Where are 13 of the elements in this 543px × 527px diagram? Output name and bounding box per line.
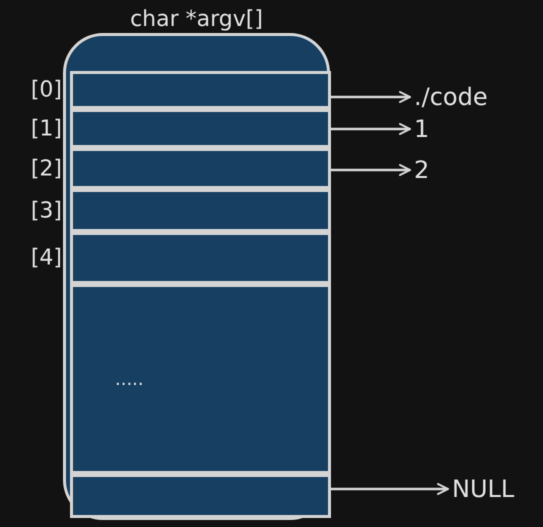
ellipsis-text: ..... bbox=[115, 368, 144, 392]
index-label: [1] bbox=[30, 115, 62, 143]
value-label: 2 bbox=[414, 155, 430, 186]
array-region bbox=[70, 284, 331, 474]
index-label: [2] bbox=[30, 155, 62, 183]
value-label: 1 bbox=[414, 114, 430, 145]
array-title: char *argv[] bbox=[129, 6, 264, 34]
index-label: [0] bbox=[30, 76, 62, 104]
index-label: [4] bbox=[30, 244, 62, 272]
value-label: NULL bbox=[452, 474, 514, 505]
array-slot bbox=[70, 474, 331, 518]
index-label: [3] bbox=[30, 197, 62, 225]
value-label: ./code bbox=[414, 82, 488, 113]
